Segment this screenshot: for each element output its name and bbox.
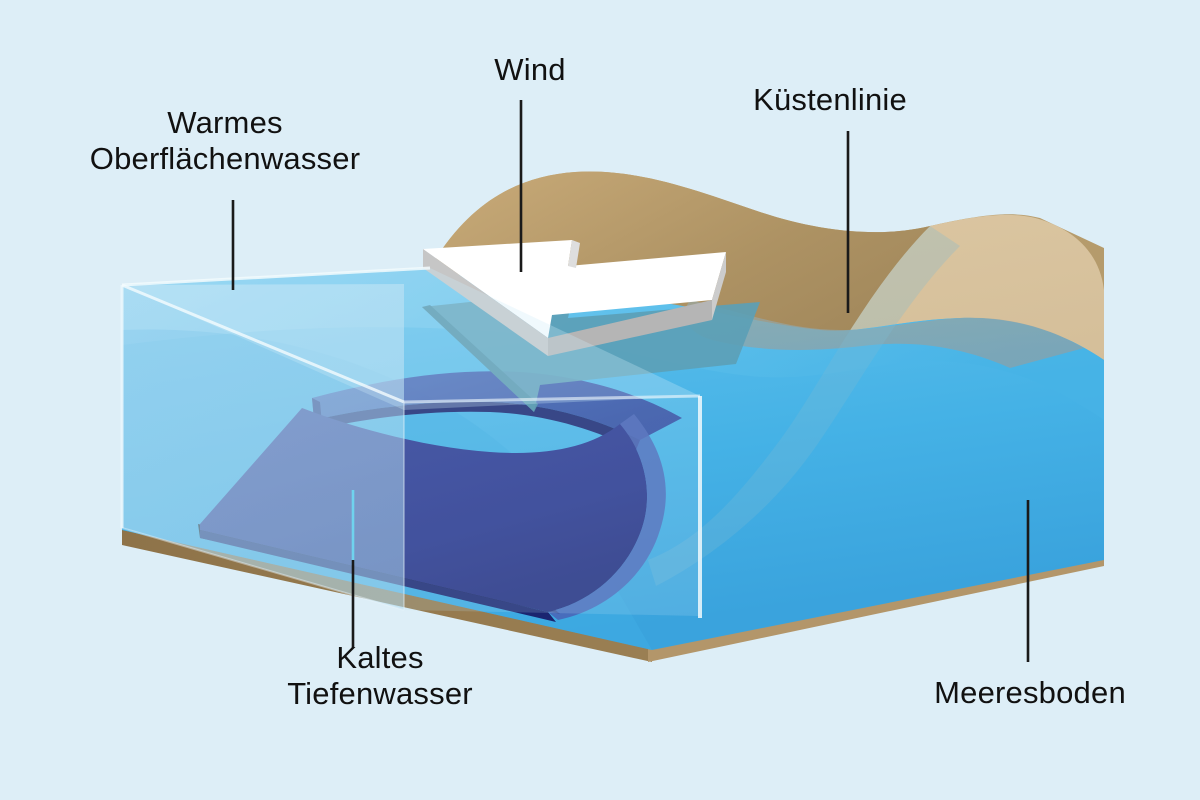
wind-arrow-end-cap [712, 252, 726, 320]
upwelling-arrow-highlight [548, 414, 666, 620]
coastal-shelf-shadow [685, 300, 1084, 368]
leader-lines [231, 100, 1030, 662]
glass-edge-top-diagonal [121, 283, 405, 404]
glass-left-face [122, 284, 404, 610]
wind-arrow-notch [568, 240, 580, 268]
label-wind: Wind [494, 52, 566, 87]
wind-arrow-top-face [423, 240, 726, 338]
water-coastal-edge [648, 226, 960, 586]
glass-edge-bottom-left [121, 527, 405, 611]
wind-arrow [423, 240, 726, 356]
label-seafloor: Meeresboden [934, 675, 1126, 710]
label-cold-deep-water: Kaltes Tiefenwasser [287, 640, 473, 711]
wind-arrow-head-side [423, 249, 548, 356]
glass-top-plane [122, 268, 700, 410]
label-warm-surface-water: Warmes Oberflächenwasser [89, 105, 361, 176]
glass-box [120, 266, 702, 618]
glass-front-face [404, 396, 700, 616]
glass-edge-top-right [403, 394, 701, 404]
label-coastline: Küstenlinie [753, 82, 907, 117]
upwelling-arrow-fin-top [312, 371, 682, 440]
surface-current-arrow-edge [422, 305, 538, 412]
glass-edge-top-left [121, 266, 431, 287]
wind-arrow-front-face [548, 300, 712, 356]
